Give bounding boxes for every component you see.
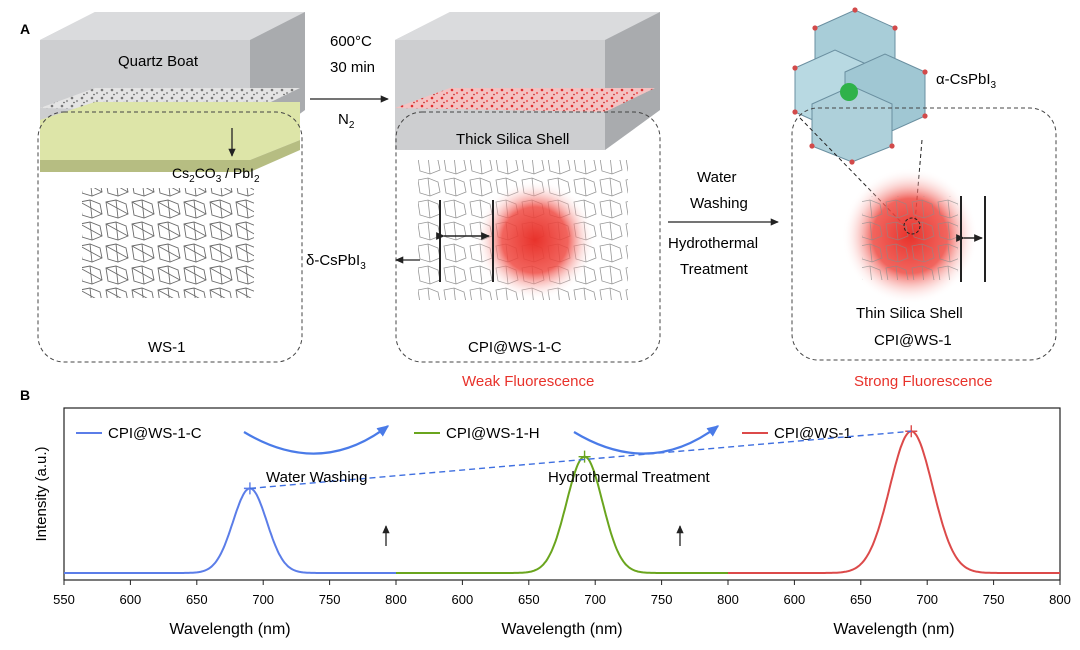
process-curve-arrow-2 [573,425,720,455]
ws1-framework-illustration [82,188,254,298]
process-line-1: Water [697,169,736,186]
x-tick-label: 750 [319,592,341,607]
x-tick-label: 650 [518,592,540,607]
peak-marker-2 [578,450,591,463]
x-axis-label-3: Wavelength (nm) [833,621,954,638]
process-curve-arrow-1 [243,425,390,455]
quartz-boat-label: Quartz Boat [118,53,199,70]
x-tick-label: 750 [983,592,1005,607]
cpi-c-nanocrystal-glow [475,180,595,300]
alpha-cspbi3-crystal [792,7,928,165]
x-tick-label: 700 [252,592,274,607]
silica-shell-thin [862,196,958,280]
cpi-box [791,107,1057,361]
weak-fluorescence-label: Weak Fluorescence [462,373,594,390]
condition-temp: 600°C [330,33,372,50]
condition-time: 30 min [330,59,375,76]
ws1-label: WS-1 [148,339,186,356]
cpi-c-box [395,111,661,363]
ws1-box [37,111,303,363]
x-tick-label: 800 [717,592,739,607]
y-axis-label: Intensity (a.u.) [33,446,50,541]
legend-label-2: CPI@WS-1-H [446,425,540,442]
zoom-circle [903,217,921,235]
panel-b-label: B [20,387,30,403]
plot-frame [63,407,1061,581]
step1-label: Water Washing [266,469,367,486]
quartz-boat-middle [395,12,660,150]
legend-label-1: CPI@WS-1-C [108,425,202,442]
x-tick-label: 750 [651,592,673,607]
thin-shell-label: Thin Silica Shell [856,305,963,322]
panel-a-label: A [20,21,30,37]
x-axis-label-2: Wavelength (nm) [501,621,622,638]
x-tick-label: 800 [1049,592,1071,607]
x-tick-label: 600 [120,592,142,607]
x-tick-label: 600 [452,592,474,607]
step2-label: Hydrothermal Treatment [548,469,711,486]
trend-line [249,430,912,490]
process-line-4: Treatment [680,261,749,278]
spectra-chart: Intensity (a.u.) 550 600 650 700 750 800Wavele… [33,407,1071,638]
x-tick-label: 650 [186,592,208,607]
x-axis-label-1: Wavelength (nm) [169,621,290,638]
alpha-phase-label: α-CsPbI3 [936,71,997,91]
x-tick-label: 800 [385,592,407,607]
precursor-label: Cs2CO3 / PbI2 [172,165,260,185]
strong-fluorescence-label: Strong Fluorescence [854,373,992,390]
quartz-boat-left [40,12,305,172]
x-tick-label: 700 [916,592,938,607]
cpi-c-label: CPI@WS-1-C [468,339,562,356]
x-tick-label: 650 [850,592,872,607]
x-tick-label: 600 [784,592,806,607]
spectrum-line-3 [728,430,1060,574]
x-tick-label: 550 [53,592,75,607]
cpi-label: CPI@WS-1 [874,332,952,349]
thick-shell-label: Thick Silica Shell [456,131,569,148]
process-line-3: Hydrothermal [668,235,758,252]
condition-gas: N2 [338,111,355,131]
process-line-2: Washing [690,195,748,212]
x-tick-label: 700 [584,592,606,607]
spectrum-line-2 [396,455,728,574]
spectrum-line-1 [64,487,396,574]
delta-phase-label: δ-CsPbI3 [306,252,366,272]
